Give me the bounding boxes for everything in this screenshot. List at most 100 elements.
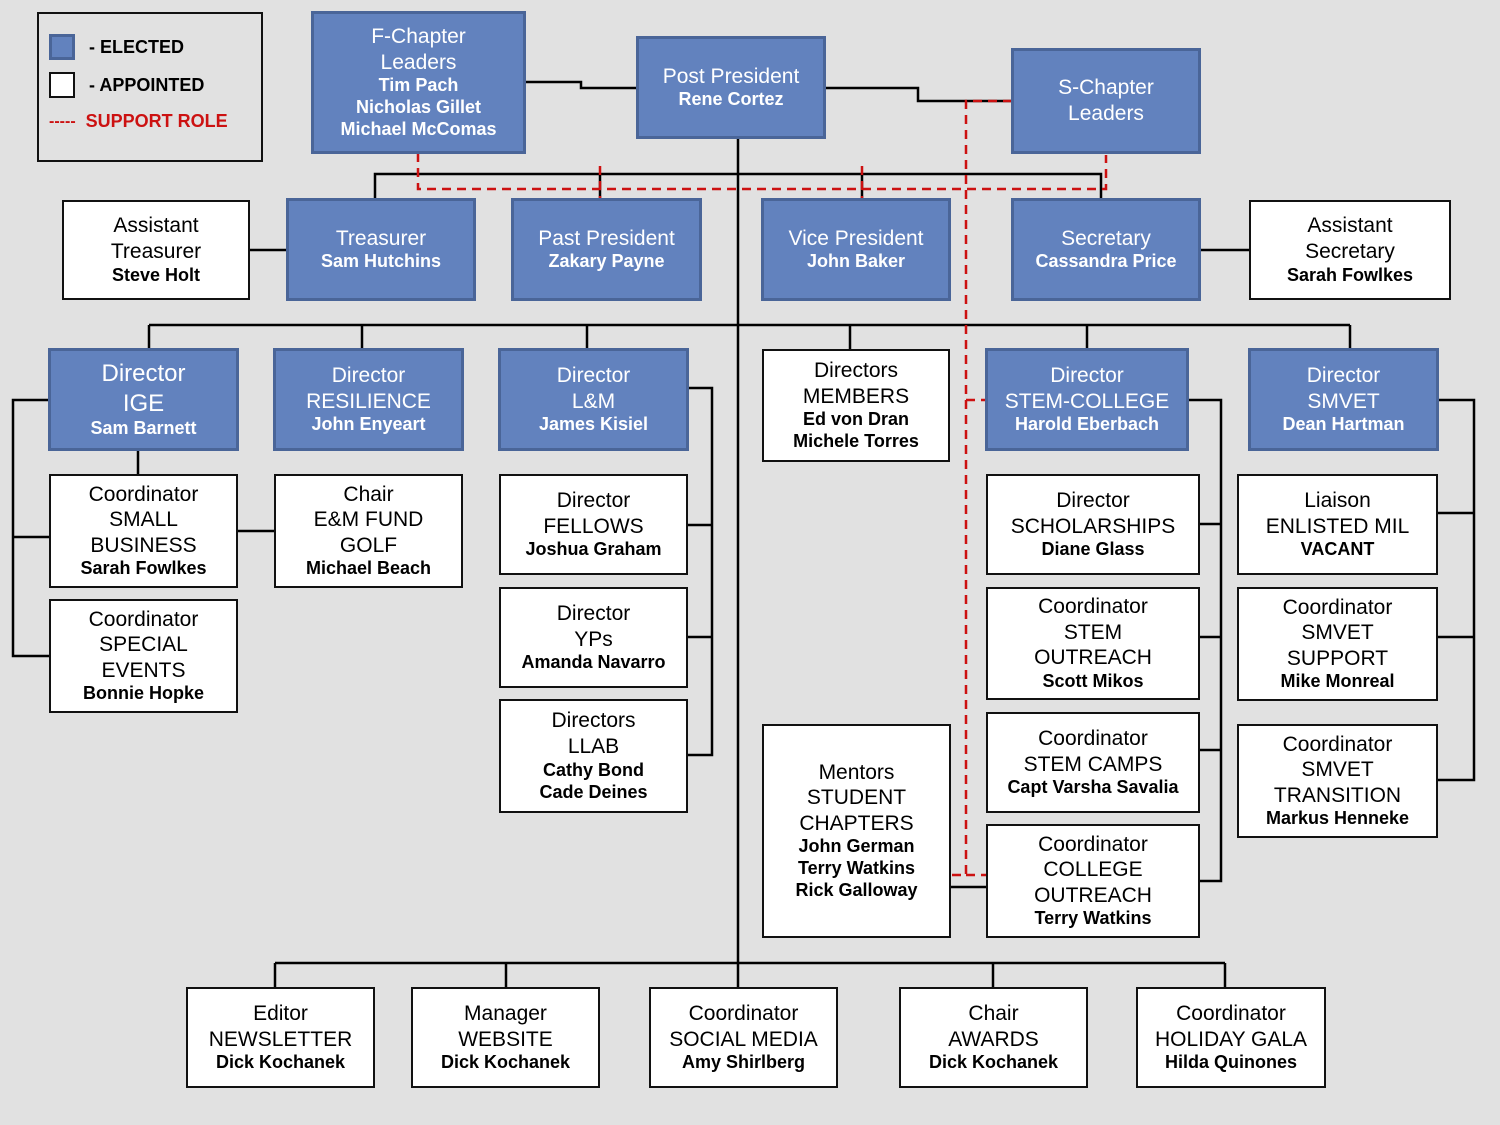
role-title-line: COLLEGE xyxy=(1043,858,1143,882)
role-title-line: Coordinator xyxy=(88,607,199,631)
person-name: Bonnie Hopke xyxy=(82,683,204,704)
role-title-line: Coordinator xyxy=(1038,726,1148,750)
line-stem-bracket xyxy=(1188,398,1223,883)
role-title-line: Directors xyxy=(813,358,898,382)
role-title-line: Coordinator xyxy=(1282,595,1393,619)
role-title-line: IGE xyxy=(122,389,165,417)
role-title-line: Director xyxy=(101,360,186,388)
role-title-line: Directors xyxy=(551,709,636,733)
role-title-line: CHAPTERS xyxy=(799,811,914,835)
role-title-line: Leaders xyxy=(1068,102,1144,125)
person-name: Cathy Bond xyxy=(543,759,644,780)
role-title-line: Leaders xyxy=(380,50,457,74)
person-name: Michael McComas xyxy=(340,119,497,140)
person-name: Sam Hutchins xyxy=(320,251,442,272)
person-name: Diane Glass xyxy=(1041,539,1145,560)
role-title-line: E&M FUND xyxy=(313,508,424,532)
person-name: Joshua Graham xyxy=(525,539,662,560)
role-title-line: S-Chapter xyxy=(1058,76,1154,100)
role-title-line: Chair xyxy=(343,482,394,506)
legend-support-label: SUPPORT ROLE xyxy=(85,111,228,131)
role-title-line: SMVET xyxy=(1301,621,1374,645)
person-name: Amy Shirlberg xyxy=(681,1052,806,1073)
person-name: Tim Pach xyxy=(378,75,459,96)
role-title-line: SMVET xyxy=(1307,389,1380,413)
person-name: Markus Henneke xyxy=(1265,808,1410,829)
person-name: Harold Eberbach xyxy=(1014,414,1160,435)
person-name: Dick Kochanek xyxy=(215,1052,346,1073)
person-name: Dean Hartman xyxy=(1282,414,1405,435)
role-title-line: Coordinator xyxy=(688,1001,799,1025)
role-title-line: Coordinator xyxy=(88,482,199,506)
reporting-lines xyxy=(11,80,1476,988)
role-title-line: OUTREACH xyxy=(1034,883,1152,907)
legend-elected-label: - ELECTED xyxy=(89,36,185,57)
person-name: Ed von Dran xyxy=(802,409,909,430)
person-name: Cassandra Price xyxy=(1035,251,1177,272)
role-title-line: Director xyxy=(556,363,631,387)
line-lm-bracket xyxy=(688,386,714,757)
role-title-line: OUTREACH xyxy=(1034,646,1152,670)
person-name: Dick Kochanek xyxy=(440,1052,571,1073)
person-name: Terry Watkins xyxy=(1034,908,1152,929)
role-title-line: Vice President xyxy=(788,226,924,250)
person-name: Cade Deines xyxy=(539,781,648,802)
role-title-line: Assistant xyxy=(113,214,199,238)
role-title-line: Director xyxy=(556,601,631,625)
role-title-line: FELLOWS xyxy=(543,514,644,538)
person-name: Zakary Payne xyxy=(548,251,665,272)
legend-support: ----- SUPPORT ROLE xyxy=(49,111,228,132)
role-title-line: TRANSITION xyxy=(1273,783,1402,807)
role-title-line: STUDENT xyxy=(806,786,907,810)
role-title-line: Coordinator xyxy=(1282,732,1393,756)
person-name: VACANT xyxy=(1300,539,1375,560)
person-name: Capt Varsha Savalia xyxy=(1007,777,1179,798)
role-title-line: Treasurer xyxy=(335,226,427,250)
role-title-line: Past President xyxy=(538,226,675,250)
role-title-line: Mentors xyxy=(818,760,895,784)
role-title-line: Coordinator xyxy=(1038,595,1148,619)
support-lines xyxy=(416,99,1108,877)
role-title-line: ENLISTED MIL xyxy=(1265,514,1410,538)
person-name: Mike Monreal xyxy=(1280,671,1395,692)
role-title-line: Director xyxy=(331,363,406,387)
role-title-line: RESILIENCE xyxy=(306,389,431,413)
person-name: John Baker xyxy=(806,251,906,272)
role-title-line: SMVET xyxy=(1301,758,1374,782)
role-title-line: SOCIAL MEDIA xyxy=(669,1027,818,1051)
role-title-line: MEMBERS xyxy=(802,384,910,408)
line-smvet-bracket xyxy=(1437,398,1476,782)
support-schapter-stem xyxy=(950,99,1012,877)
person-name: Nicholas Gillet xyxy=(355,97,482,118)
role-title-line: Director xyxy=(556,488,631,512)
person-name: Dick Kochanek xyxy=(928,1052,1059,1073)
person-name: James Kisiel xyxy=(538,414,649,435)
support-fchapter-bus xyxy=(416,153,1108,191)
role-title-line: Assistant xyxy=(1307,214,1393,238)
role-title-line: STEM-COLLEGE xyxy=(1004,389,1170,413)
role-title-line: Director xyxy=(1306,363,1381,387)
role-title-line: L&M xyxy=(571,389,616,413)
role-title-line: Post President xyxy=(662,64,800,88)
legend-appointed-label: - APPOINTED xyxy=(89,74,205,95)
role-title-line: Editor xyxy=(253,1001,308,1025)
role-title-line: YPs xyxy=(574,627,613,651)
role-title-line: HOLIDAY GALA xyxy=(1154,1027,1308,1051)
role-title-line: EVENTS xyxy=(101,658,186,682)
person-name: Sarah Fowlkes xyxy=(80,558,207,579)
